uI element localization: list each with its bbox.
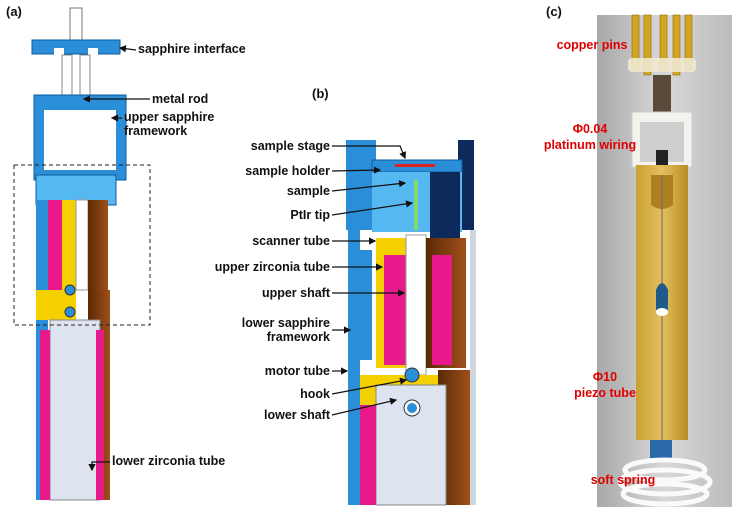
callout-piezo-tube: piezo tube xyxy=(574,386,636,400)
callout-wire-diameter: Φ0.04 xyxy=(572,122,608,136)
panel-a-device xyxy=(13,7,151,501)
callout-platinum-wiring: platinum wiring xyxy=(543,138,637,152)
panel-c-label: (c) xyxy=(546,4,562,19)
callout-copper-pins: copper pins xyxy=(556,38,628,52)
panel-c-photo xyxy=(597,14,732,507)
callout-upper-shaft: upper shaft xyxy=(261,286,330,300)
callout-sample-stage: sample stage xyxy=(250,139,330,153)
callout-scanner-tube: scanner tube xyxy=(252,234,330,248)
callout-lower-zirconia-tube: lower zirconia tube xyxy=(112,454,226,468)
callout-sample: sample xyxy=(286,184,330,198)
panel-a-arrows xyxy=(82,45,150,472)
panel-a-label: (a) xyxy=(6,4,22,19)
callout-hook: hook xyxy=(300,387,330,401)
panel-b-device xyxy=(343,140,478,506)
callout-motor-tube: motor tube xyxy=(264,364,330,378)
panel-b-arrows xyxy=(331,145,414,416)
callout-sapphire-interface: sapphire interface xyxy=(138,42,246,56)
callout-sample-holder: sample holder xyxy=(245,164,330,178)
callout-lower-shaft: lower shaft xyxy=(264,408,330,422)
callout-ptir-tip: PtIr tip xyxy=(290,208,330,222)
callout-upper-sapphire-framework: upper sapphire framework xyxy=(124,110,215,138)
callout-metal-rod: metal rod xyxy=(152,92,209,106)
callout-soft-spring: soft spring xyxy=(590,473,656,487)
panel-b-label: (b) xyxy=(312,86,329,101)
callout-upper-zirconia-tube: upper zirconia tube xyxy=(214,260,330,274)
callout-lower-sapphire-framework: lower sapphire framework xyxy=(241,316,330,344)
callout-tube-diameter: Φ10 xyxy=(592,370,618,384)
